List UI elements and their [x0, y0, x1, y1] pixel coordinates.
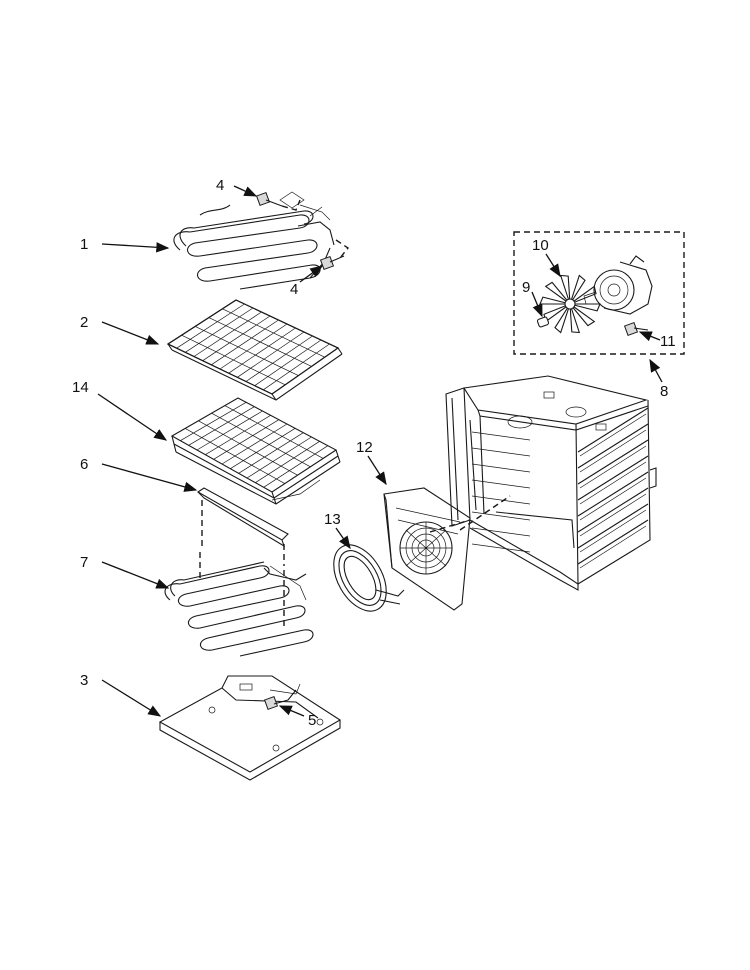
broil-element — [173, 191, 335, 290]
callout-10: 10 — [532, 237, 549, 254]
callout-2: 2 — [80, 314, 88, 331]
fan-cover-panel — [383, 487, 471, 611]
oven-cavity — [429, 375, 657, 591]
callout-1: 1 — [80, 236, 88, 253]
oven-rack — [166, 299, 343, 401]
callout-6: 6 — [80, 456, 88, 473]
fan-blade — [539, 274, 601, 334]
callout-9: 9 — [522, 279, 530, 296]
callout-4-top: 4 — [216, 177, 224, 194]
callout-5: 5 — [308, 712, 316, 729]
callout-arrows — [97, 185, 663, 717]
convection-element — [333, 544, 405, 612]
convection-motor — [583, 255, 653, 315]
callout-7: 7 — [80, 554, 88, 571]
screw-11 — [623, 321, 649, 337]
convection-motor-kit-box — [513, 231, 685, 355]
screw-4-bottom — [319, 239, 350, 271]
bake-shield-bar — [196, 487, 289, 566]
callout-3: 3 — [80, 672, 88, 689]
callout-11: 11 — [660, 333, 676, 350]
screw-5 — [263, 689, 297, 711]
bake-element — [164, 552, 314, 657]
callout-4-bottom: 4 — [290, 281, 298, 298]
callout-13: 13 — [324, 511, 341, 528]
fan-nut — [536, 316, 550, 328]
callout-8: 8 — [660, 383, 668, 400]
callout-12: 12 — [356, 439, 373, 456]
callout-14: 14 — [72, 379, 89, 396]
screw-4-top — [255, 191, 301, 211]
roller-rack — [170, 397, 341, 505]
